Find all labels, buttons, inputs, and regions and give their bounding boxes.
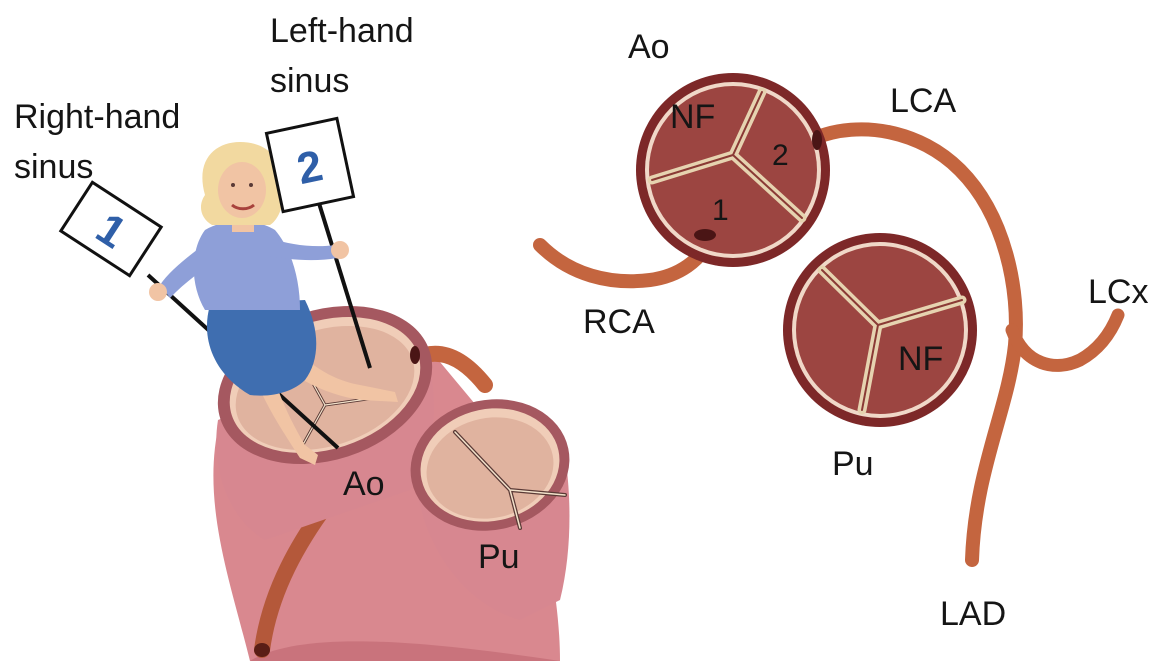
rca-label: RCA [583,303,655,341]
left-pu-label: Pu [478,538,520,576]
right-ao-label: Ao [628,28,670,66]
right-hand-sinus-label-line2: sinus [14,148,93,186]
right-pu-label: Pu [832,445,874,483]
aortic-sinus-2-label: 2 [772,139,789,172]
aortic-sinus-1-label: 1 [712,194,729,227]
lcx-artery [1012,315,1118,365]
right-schematic: Ao LCA RCA LCx LAD Pu NF 2 1 NF [540,28,1148,633]
lad-label: LAD [940,595,1006,633]
sign-1: 1 [61,182,161,275]
lcx-label: LCx [1088,273,1148,311]
left-coronary-ostium [812,130,822,150]
aortic-valve-schematic [636,73,830,267]
lca-label: LCA [890,82,956,120]
right-coronary-ostium [694,229,716,241]
left-ao-label: Ao [343,465,385,503]
pulmonary-valve-schematic [783,233,977,427]
right-hand-sinus-label-line1: Right-hand [14,98,180,136]
left-hand-sinus-label-line1: Left-hand [270,12,414,50]
aortic-noncoronary-label: NF [670,98,715,136]
left-illustration: 1 2 Right-hand sinus Left-hand sinus Ao … [14,12,582,661]
sign-2: 2 [266,118,353,211]
left-hand-sinus-label-line2: sinus [270,62,349,100]
pulmonary-nonfacing-label: NF [898,340,943,378]
